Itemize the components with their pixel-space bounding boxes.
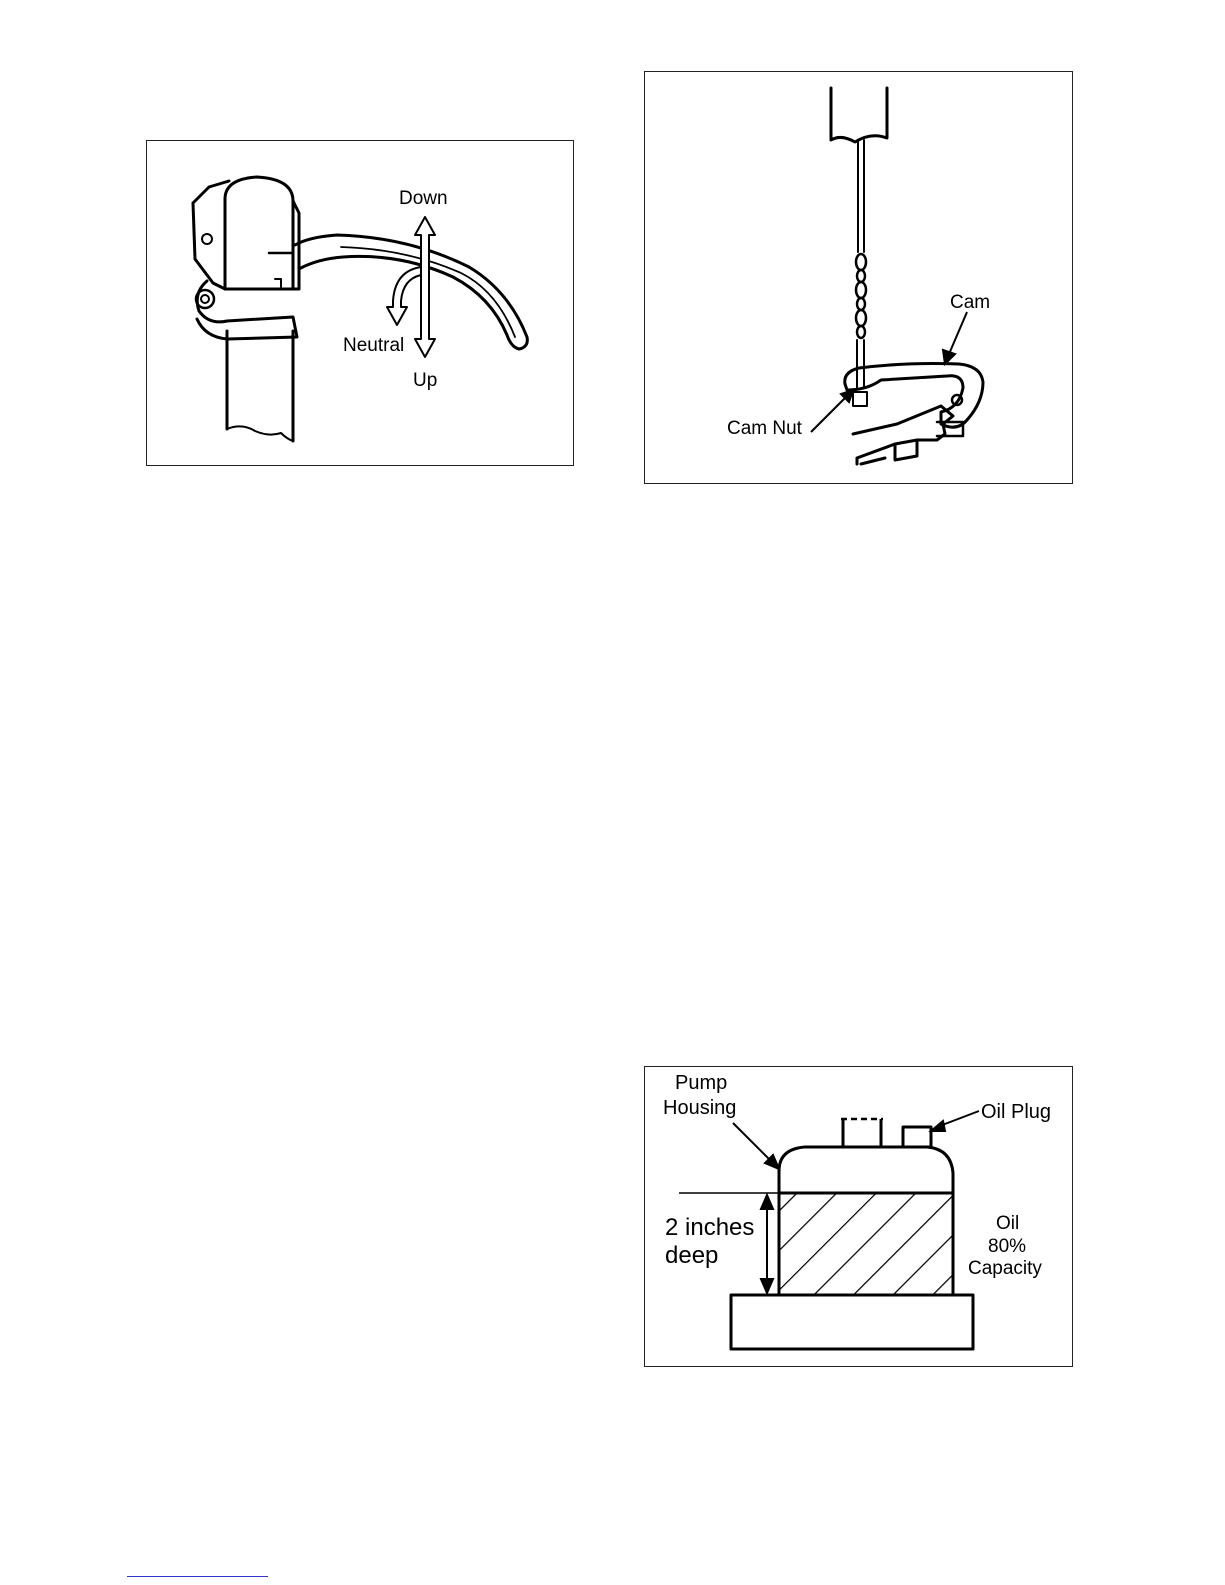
chain [856,254,866,338]
pump-base [731,1295,973,1349]
oil-plug-shape [903,1127,931,1147]
lever-diagram: Down Neutral Up [147,141,575,467]
label-percent: 80% [988,1236,1026,1257]
cam-leader [943,312,967,364]
label-housing: Housing [663,1097,736,1119]
rod [858,140,864,252]
figure-lever-positions: Down Neutral Up [146,140,574,466]
lever-handle [295,235,527,349]
label-capacity: Capacity [968,1258,1042,1279]
cam-diagram: Cam Cam Nut [645,72,1074,485]
upper-column [831,88,887,142]
label-depth-word: deep [665,1242,718,1269]
label-oil-plug: Oil Plug [981,1101,1051,1123]
label-cam-nut: Cam Nut [727,418,803,439]
oil-level [779,1193,953,1295]
cam-nut-shape [853,392,867,406]
label-up: Up [413,370,437,391]
pump-diagram: Pump Housing Oil Plug 2 inches deep Oil … [645,1067,1074,1368]
label-pump: Pump [675,1072,727,1094]
figure-pump-oil-level: Pump Housing Oil Plug 2 inches deep Oil … [644,1066,1073,1367]
footer-rule [127,1576,268,1577]
post-outline [227,331,293,441]
neutral-arrow [387,267,421,325]
depth-arrow [761,1195,773,1293]
label-cam: Cam [950,292,990,313]
housing-leader [733,1123,773,1163]
post-broken-end [227,426,293,441]
figure-cam-adjustment: Cam Cam Nut [644,71,1073,484]
cam-nut-leader [811,390,853,432]
label-neutral: Neutral [343,335,404,356]
label-depth-value: 2 inches [665,1214,754,1241]
label-down: Down [399,188,448,209]
label-oil: Oil [996,1213,1019,1234]
up-down-arrow [415,217,435,357]
lever-head [225,177,293,289]
